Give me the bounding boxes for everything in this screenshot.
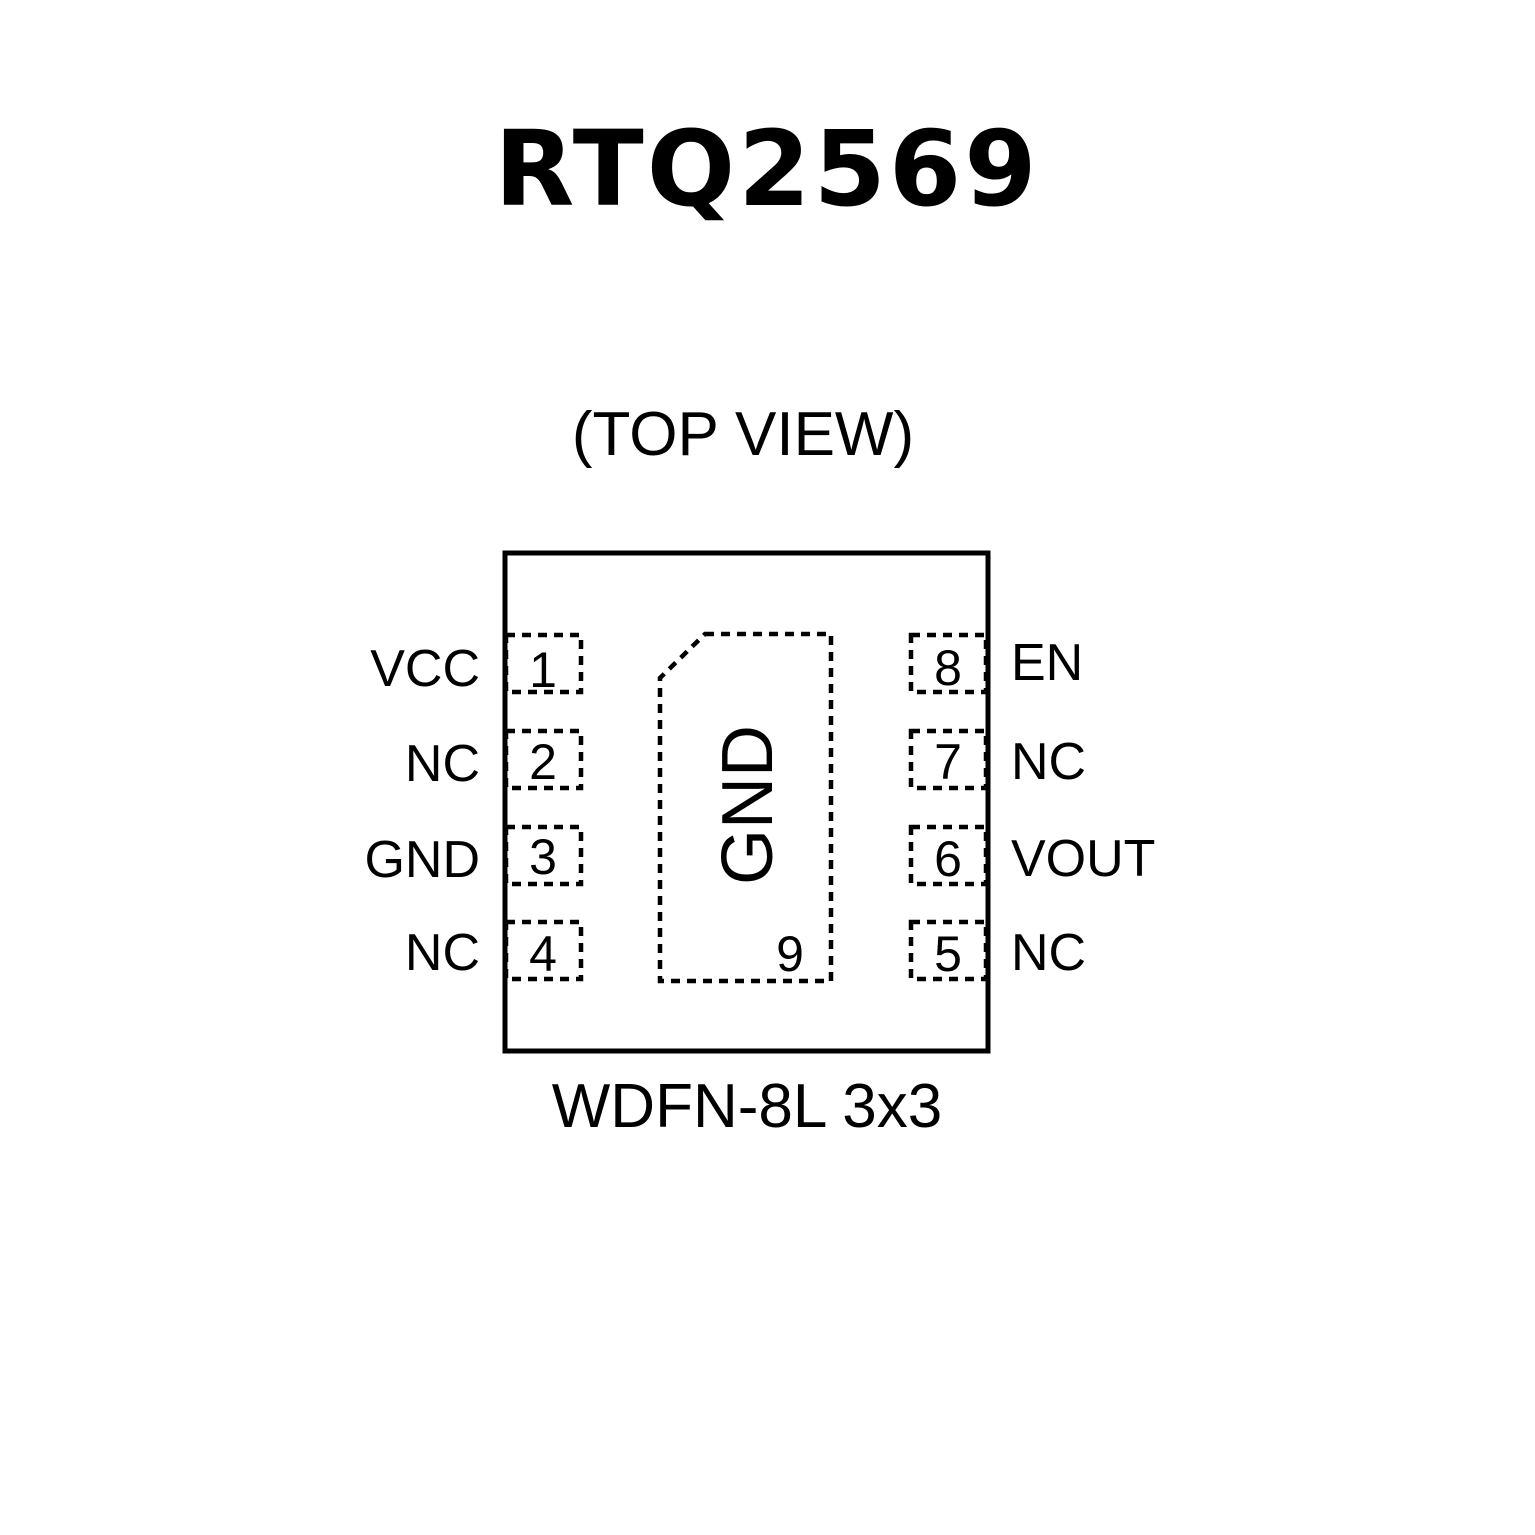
pad-3-number: 3	[529, 829, 557, 885]
pad-2: 2	[503, 728, 584, 791]
pin-6-name: VOUT	[1011, 830, 1155, 888]
pad-5: 5	[908, 919, 989, 982]
pad-1-number: 1	[529, 642, 557, 698]
pad-2-outline	[503, 728, 584, 791]
pin-8-name: EN	[1011, 634, 1083, 692]
pin-5-name: NC	[1011, 924, 1086, 982]
pin-3-name: GND	[364, 831, 480, 889]
pad-5-outline	[908, 919, 989, 982]
pin-4-name: NC	[405, 924, 480, 982]
pad-8-outline	[908, 632, 989, 695]
view-label: (TOP VIEW)	[572, 400, 914, 469]
pad-6-outline	[908, 824, 989, 887]
pin-2-name: NC	[405, 735, 480, 793]
pad-1-outline	[503, 632, 584, 695]
pad-6: 6	[908, 824, 989, 887]
pin-7-name: NC	[1011, 733, 1086, 791]
pad-4: 4	[503, 919, 584, 982]
pad-4-number: 4	[529, 926, 557, 982]
pad-8-number: 8	[934, 640, 962, 696]
pad-1: 1	[503, 632, 584, 698]
exposed-pad: GND 9	[657, 631, 834, 984]
package-name: WDFN-8L 3x3	[552, 1072, 942, 1141]
pad-7-outline	[908, 728, 989, 791]
exposed-pad-number: 9	[776, 926, 804, 982]
package-body	[502, 550, 991, 1054]
exposed-pad-outline	[657, 631, 834, 984]
pad-7-number: 7	[934, 734, 962, 790]
pad-7: 7	[908, 728, 989, 791]
pad-4-outline	[503, 919, 584, 982]
pad-5-number: 5	[934, 926, 962, 982]
pin-1-name: VCC	[370, 640, 480, 698]
pad-3: 3	[503, 824, 584, 887]
pad-2-number: 2	[529, 734, 557, 790]
exposed-pad-name: GND	[708, 725, 788, 885]
pad-3-outline	[503, 824, 584, 887]
pad-6-number: 6	[934, 831, 962, 887]
part-number-title: RTQ2569	[494, 108, 1039, 230]
pad-8: 8	[908, 632, 989, 696]
